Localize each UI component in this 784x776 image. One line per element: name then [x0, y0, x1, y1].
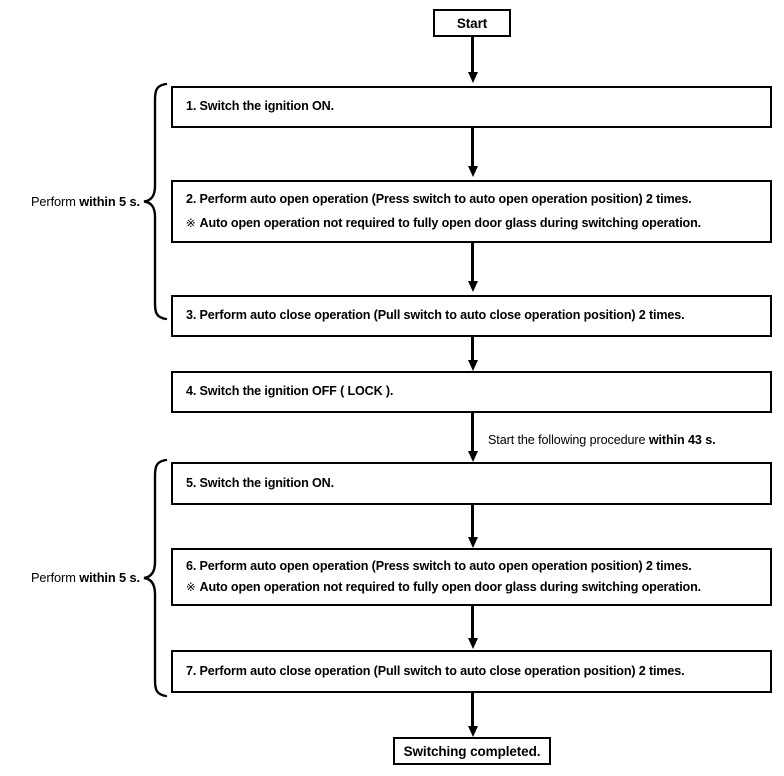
brace-label-top-emphasis: within 5 s.	[79, 194, 140, 209]
brace-label-bottom: Perform within 5 s.	[0, 570, 140, 585]
timing-note-prefix: Start the following procedure	[488, 433, 649, 447]
brace-label-top-prefix: Perform	[30, 194, 80, 209]
step-6-box: 6. Perform auto open operation (Press sw…	[171, 548, 772, 606]
step-2-line-1: 2. Perform auto open operation (Press sw…	[186, 191, 692, 206]
start-box-label: Start	[456, 15, 488, 31]
connector-start-to-step1	[471, 37, 474, 73]
connector-step1-to-step2	[471, 128, 474, 167]
step-5-line-1: 5. Switch the ignition ON.	[186, 475, 334, 490]
step-4-line-1: 4. Switch the ignition OFF ( LOCK ).	[186, 384, 394, 399]
step-1-box: 1. Switch the ignition ON.	[171, 86, 772, 128]
timing-note: Start the following procedure within 43 …	[488, 433, 716, 447]
brace-group-top	[142, 82, 168, 321]
step-5-box: 5. Switch the ignition ON.	[171, 462, 772, 505]
step-6-line-1: 6. Perform auto open operation (Press sw…	[186, 559, 692, 574]
step-2-box: 2. Perform auto open operation (Press sw…	[171, 180, 772, 243]
step-1-line-1: 1. Switch the ignition ON.	[186, 99, 334, 114]
connector-step2-to-step3	[471, 243, 474, 282]
start-box: Start	[433, 9, 511, 37]
step-3-line-1: 3. Perform auto close operation (Pull sw…	[186, 308, 685, 323]
step-7-box: 7. Perform auto close operation (Pull sw…	[171, 650, 772, 693]
connector-step3-to-step4	[471, 337, 474, 361]
reference-mark-icon: ※	[186, 579, 196, 594]
connector-step5-to-step6	[471, 505, 474, 538]
connector-step7-to-end	[471, 693, 474, 727]
brace-label-bottom-prefix: Perform	[30, 570, 80, 585]
brace-label-bottom-emphasis: within 5 s.	[79, 570, 140, 585]
reference-mark-icon: ※	[186, 216, 196, 230]
step-2-line-2: ※Auto open operation not required to ful…	[186, 216, 762, 230]
connector-step6-to-step7	[471, 606, 474, 639]
brace-group-bottom	[142, 458, 168, 698]
timing-note-emphasis: within 43 s.	[648, 433, 716, 447]
step-3-box: 3. Perform auto close operation (Pull sw…	[171, 295, 772, 337]
step-6-note-text: Auto open operation not required to full…	[199, 579, 702, 594]
step-4-box: 4. Switch the ignition OFF ( LOCK ).	[171, 371, 772, 413]
end-box-label: Switching completed.	[403, 743, 541, 759]
step-7-line-1: 7. Perform auto close operation (Pull sw…	[186, 663, 685, 678]
step-6-line-2: ※Auto open operation not required to ful…	[186, 579, 762, 594]
connector-step4-to-step5	[471, 413, 474, 452]
brace-label-top: Perform within 5 s.	[0, 194, 140, 209]
end-box: Switching completed.	[393, 737, 551, 765]
step-2-note-text: Auto open operation not required to full…	[199, 216, 702, 230]
